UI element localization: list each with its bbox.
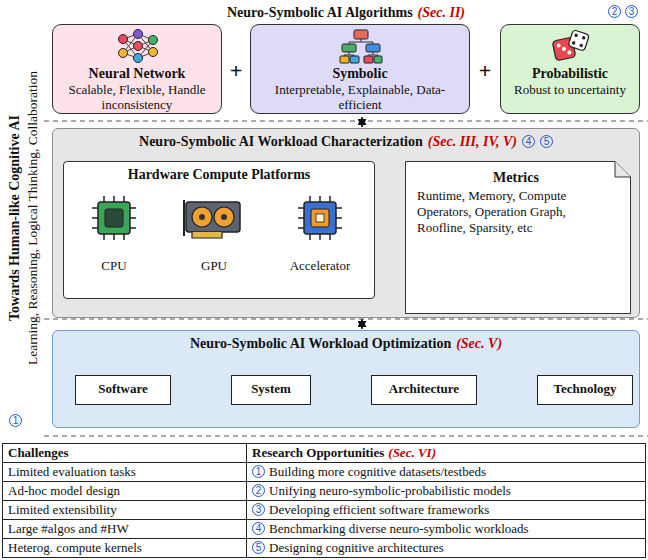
- accelerator-icon: [294, 192, 346, 244]
- label-line: +: [230, 58, 243, 84]
- label-text: Limited extensibility: [8, 502, 117, 517]
- dashed-separator: [44, 319, 648, 320]
- callout-number: 3: [625, 5, 638, 18]
- gpu-icon: [182, 196, 246, 242]
- label-line: CPU: [101, 258, 126, 274]
- label-text: Benchmarking diverse neuro-symbolic work…: [269, 521, 529, 536]
- label-line: Ad-hoc model design: [8, 483, 120, 498]
- box-title: Technology: [542, 381, 628, 397]
- label-text: Research Opportunities: [252, 445, 384, 460]
- heading-line: Neuro-Symbolic AI Workload Characterizat…: [53, 129, 639, 150]
- label-line: Large #algos and #HW: [8, 521, 129, 536]
- label-line: 1: [9, 414, 22, 427]
- box-title: System: [236, 381, 306, 397]
- label-text: GPU: [201, 258, 227, 274]
- characterization-panel: Neuro-Symbolic AI Workload Characterizat…: [52, 128, 640, 318]
- label-line: 2 Unifying neuro-symbolic-probabilistic m…: [252, 483, 511, 498]
- label-text: Developing efficient software frameworks: [269, 502, 489, 517]
- label-text: Unifying neuro-symbolic-probabilistic mo…: [269, 483, 511, 498]
- label-text: Accelerator: [290, 258, 351, 274]
- optimization-panel: Neuro-Symbolic AI Workload Optimization (…: [52, 330, 640, 428]
- table-grid: [3, 444, 646, 558]
- section-reference: (Sec. III, IV, V): [428, 133, 517, 150]
- callout-number: 5: [252, 541, 265, 554]
- box-title: Symbolic: [255, 65, 465, 82]
- layer-box: Technology: [537, 375, 633, 405]
- label-line: Challenges: [8, 445, 69, 460]
- dashed-separator: [44, 436, 648, 437]
- label-text: Building more cognitive datasets/testbed…: [269, 464, 486, 479]
- box-title: Hardware Compute Platforms: [64, 166, 374, 183]
- layer-box: Architecture: [371, 375, 477, 405]
- algorithm-box: Neural NetworkScalable, Flexible, Handle…: [52, 24, 222, 114]
- callout-number: 5: [540, 135, 553, 148]
- label-line: 3 Developing efficient software framework…: [252, 502, 489, 517]
- label-text: Towards Human-like Cognitive AI: [7, 115, 23, 321]
- label-line: 1 Building more cognitive datasets/testbe…: [252, 464, 486, 479]
- label-text: Limited evaluation tasks: [8, 464, 136, 479]
- double-arrow: [361, 319, 362, 329]
- algorithm-band: Neuro-Symbolic AI Algorithms (Sec. II) Ne…: [46, 0, 646, 116]
- dice-icon: [551, 28, 591, 64]
- label-text: Challenges: [8, 445, 69, 460]
- label-text: Ad-hoc model design: [8, 483, 120, 498]
- hardware-box: Hardware Compute PlatformsCPU GPU Accelera…: [63, 161, 375, 299]
- double-arrow: [361, 117, 362, 127]
- box-body: Scalable, Flexible, Handle inconsistency: [57, 82, 217, 112]
- label-text: Designing cognitive architectures: [269, 540, 444, 555]
- label-text: CPU: [101, 258, 126, 274]
- layer-box: System: [231, 375, 311, 405]
- box-title: Probabilistic: [505, 65, 635, 82]
- label-line: 5 Designing cognitive architectures: [252, 540, 444, 555]
- label-text: Heterog. compute kernels: [8, 540, 142, 555]
- label-line: Towards Human-like Cognitive AI: [7, 115, 23, 321]
- callout-number: 4: [522, 135, 535, 148]
- callout-number: 3: [252, 503, 265, 516]
- section-reference: (Sec. V): [456, 335, 502, 352]
- box-body: Robust to uncertainty: [505, 82, 635, 97]
- dashed-separator: [44, 121, 648, 122]
- metrics-document: MetricsRuntime, Memory, Compute Operator…: [405, 161, 631, 314]
- heading-line: Neuro-Symbolic AI Algorithms (Sec. II): [46, 0, 646, 21]
- heading-line: Neuro-Symbolic AI Workload Optimization (…: [53, 331, 639, 352]
- cpu-icon: [88, 192, 140, 244]
- label-line: 23: [608, 5, 638, 18]
- callout-number: 2: [252, 484, 265, 497]
- label-line: +: [479, 58, 492, 84]
- label-text: +: [479, 58, 492, 84]
- label-text: Learning, Reasoning, Logical Thinking, C…: [25, 71, 41, 365]
- label-text: +: [230, 58, 243, 84]
- callout-number: 1: [9, 414, 22, 427]
- label-line: Limited evaluation tasks: [8, 464, 136, 479]
- callout-number: 4: [252, 522, 265, 535]
- label-line: 4 Benchmarking diverse neuro-symbolic wor…: [252, 521, 529, 536]
- box-body: Runtime, Memory, Compute Operators, Oper…: [417, 188, 615, 236]
- neural-network-icon: [117, 28, 159, 64]
- algorithm-box: ProbabilisticRobust to uncertainty: [500, 24, 640, 114]
- label-line: Research Opportunities (Sec. VI): [252, 445, 436, 460]
- label-line: Limited extensibility: [8, 502, 117, 517]
- section-reference: (Sec. II): [418, 4, 465, 21]
- label-text: (Sec. VI): [388, 445, 436, 460]
- box-body: Interpretable, Explainable, Data-efficie…: [255, 82, 465, 112]
- algorithm-box: SymbolicInterpretable, Explainable, Data…: [250, 24, 470, 114]
- symbolic-tree-icon: [339, 28, 383, 64]
- label-line: Learning, Reasoning, Logical Thinking, C…: [25, 71, 41, 365]
- panel-heading: Neuro-Symbolic AI Algorithms: [227, 4, 413, 21]
- box-title: Neural Network: [57, 65, 217, 82]
- label-text: Large #algos and #HW: [8, 521, 129, 536]
- layer-box: Software: [75, 375, 171, 405]
- label-line: Heterog. compute kernels: [8, 540, 142, 555]
- callout-number: 2: [608, 5, 621, 18]
- panel-heading: Neuro-Symbolic AI Workload Characterizat…: [139, 133, 423, 150]
- label-line: GPU: [201, 258, 227, 274]
- callout-number: 1: [252, 465, 265, 478]
- box-title: Software: [80, 381, 166, 397]
- label-line: Accelerator: [290, 258, 351, 274]
- panel-heading: Neuro-Symbolic AI Workload Optimization: [190, 335, 451, 352]
- box-title: Metrics: [417, 169, 615, 186]
- box-title: Architecture: [376, 381, 472, 397]
